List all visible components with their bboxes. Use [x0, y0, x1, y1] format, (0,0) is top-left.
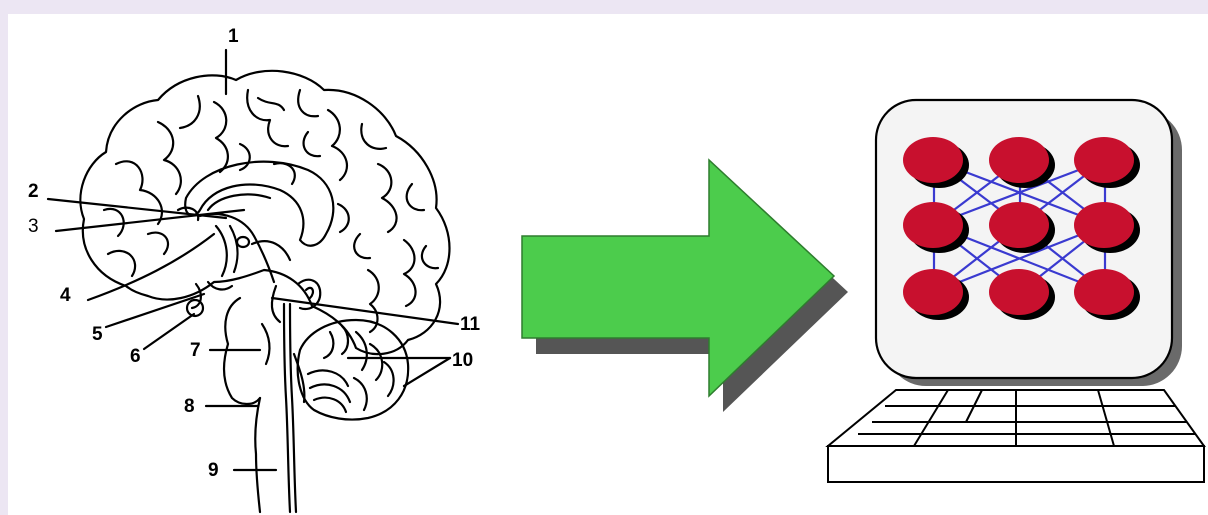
neuron — [1074, 137, 1140, 188]
label-1: 1 — [228, 26, 239, 47]
neuron — [989, 202, 1055, 253]
neuron — [1074, 269, 1140, 320]
neuron — [903, 269, 969, 320]
label-11: 11 — [460, 314, 481, 335]
label-9: 9 — [208, 460, 219, 481]
label-10: 10 — [452, 350, 473, 371]
label-7: 7 — [190, 340, 201, 361]
brain-labels: 1 2 3 4 5 6 7 8 9 10 11 — [28, 26, 481, 481]
neuron — [989, 269, 1055, 320]
label-6: 6 — [130, 346, 141, 367]
keyboard-icon — [825, 389, 1206, 483]
diagram-canvas: 1 2 3 4 5 6 7 8 9 10 11 — [8, 14, 1208, 515]
brain-sagittal-icon — [46, 48, 460, 514]
neuron — [1074, 202, 1140, 253]
neuron — [989, 137, 1055, 188]
computer-neural-network-icon — [825, 98, 1206, 483]
label-3: 3 — [28, 216, 39, 237]
network-neurons — [903, 137, 1140, 320]
neuron — [903, 202, 969, 253]
label-2: 2 — [28, 181, 39, 202]
label-8: 8 — [184, 396, 195, 417]
label-5: 5 — [92, 324, 103, 345]
neuron — [903, 137, 969, 188]
right-arrow-icon — [521, 158, 848, 412]
label-4: 4 — [60, 285, 71, 306]
